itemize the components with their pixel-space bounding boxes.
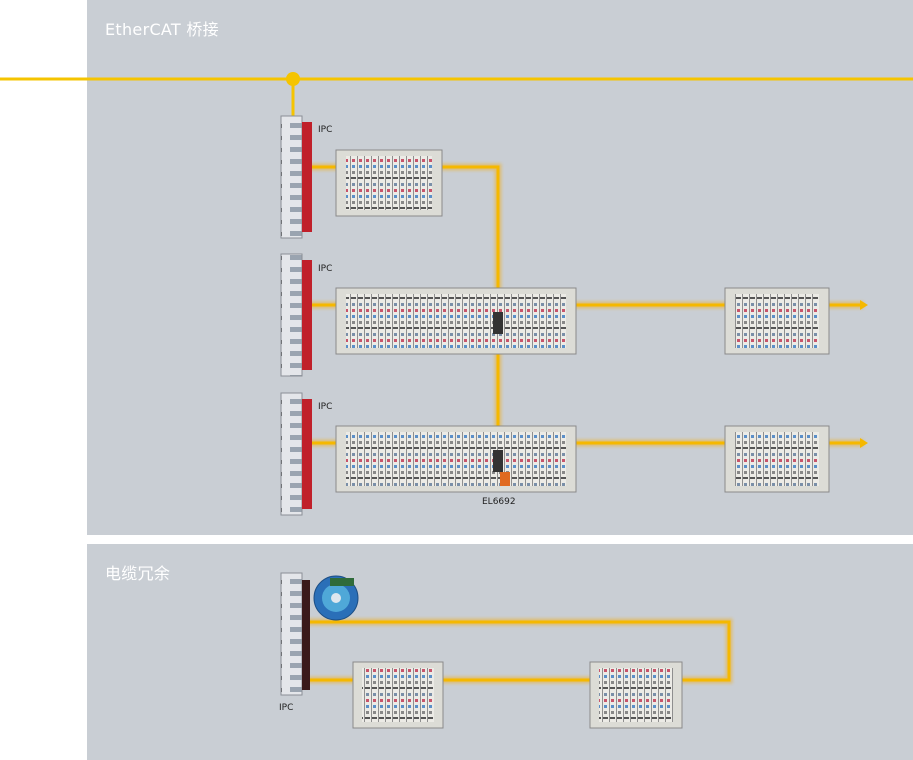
ipc-4: IPC — [279, 572, 310, 713]
continuation-arrows — [860, 300, 868, 448]
redundancy-cables — [298, 618, 733, 684]
terminal-block-1 — [335, 149, 443, 217]
terminal-block-2b — [724, 287, 830, 355]
section-title-redundancy: 电缆冗余 — [105, 564, 171, 583]
cable-redundancy-panel: 电缆冗余 — [87, 544, 913, 760]
ipc-3: IPC — [280, 392, 332, 516]
ipc-1: IPC — [280, 115, 332, 239]
terminal-block-5 — [589, 661, 683, 729]
terminal-block-4 — [352, 661, 444, 729]
el6692-label: EL6692 — [482, 497, 516, 507]
ipc-label-3: IPC — [318, 402, 332, 412]
ipc-2: IPC — [280, 253, 332, 377]
section-title-bridge: EtherCAT 桥接 — [105, 20, 219, 39]
terminal-block-2 — [335, 287, 577, 355]
ipc-label-2: IPC — [318, 264, 332, 274]
terminal-block-3b — [724, 425, 830, 493]
software-cd-icon — [313, 575, 359, 621]
ipc-label-4: IPC — [279, 703, 293, 713]
terminal-block-3 — [335, 425, 577, 493]
ipc-label-1: IPC — [318, 125, 332, 135]
